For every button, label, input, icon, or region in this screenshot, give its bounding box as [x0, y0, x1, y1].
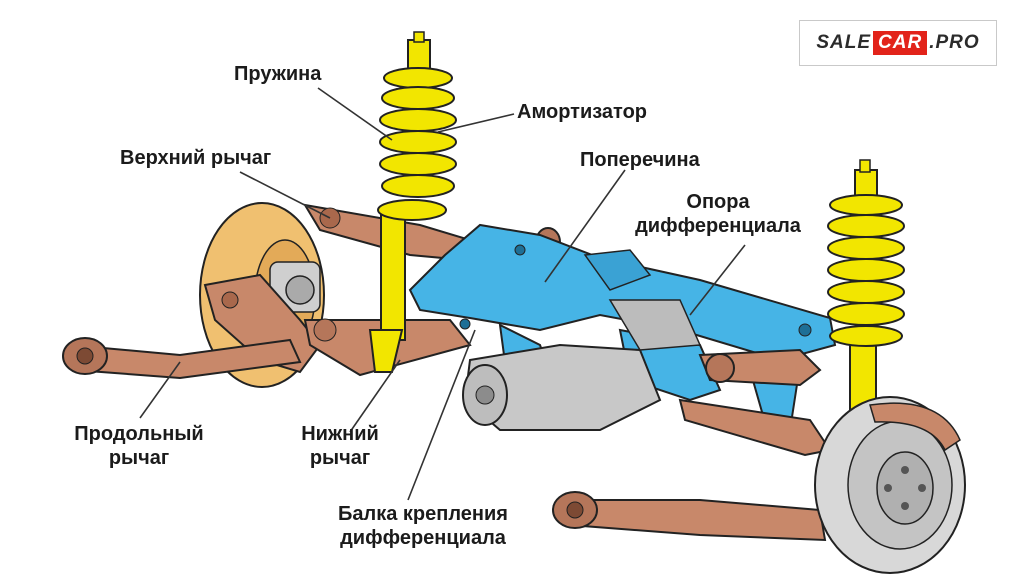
right-coil-spring [827, 194, 905, 347]
right-arms [552, 348, 832, 542]
salecar-logo: SALE CAR .PRO [799, 20, 997, 66]
label-diff-mount-line1: Опора [686, 191, 750, 213]
label-diff-beam: Балка крепления дифференциала [318, 502, 528, 550]
label-lower-arm-line2: рычаг [309, 447, 371, 469]
leader-spring [317, 87, 393, 141]
leader-upper-arm [239, 171, 331, 219]
left-coil-spring [377, 67, 457, 221]
label-lower-arm: Нижний рычаг [290, 422, 390, 470]
logo-part-sale: SALE [816, 32, 872, 53]
label-diff-beam-line2: дифференциала [340, 527, 506, 549]
label-crossmember: Поперечина [580, 149, 700, 171]
label-trailing-arm: Продольный рычаг [58, 422, 220, 470]
label-diff-mount-line2: дифференциала [635, 215, 801, 237]
label-upper-arm: Верхний рычаг [120, 147, 272, 169]
leader-shock [437, 113, 515, 133]
label-diff-beam-line1: Балка крепления [338, 503, 508, 525]
leader-diff-mount [689, 244, 746, 316]
label-shock-absorber: Амортизатор [517, 101, 647, 123]
logo-part-pro: .PRO [929, 32, 980, 53]
label-diff-mount: Опора дифференциала [618, 190, 818, 238]
label-trailing-arm-line2: рычаг [108, 447, 170, 469]
leader-trailing-arm [139, 361, 181, 419]
leader-diff-beam [407, 329, 476, 501]
label-trailing-arm-line1: Продольный [74, 423, 204, 445]
label-lower-arm-line1: Нижний [301, 423, 379, 445]
differential [462, 299, 702, 431]
right-brake-disc [814, 396, 966, 574]
leader-lines [139, 87, 746, 501]
leader-lower-arm [349, 359, 401, 433]
leader-crossmember [544, 169, 626, 283]
label-spring: Пружина [234, 63, 322, 85]
trailing-arm-left [62, 337, 302, 380]
logo-part-car: CAR [873, 31, 928, 55]
